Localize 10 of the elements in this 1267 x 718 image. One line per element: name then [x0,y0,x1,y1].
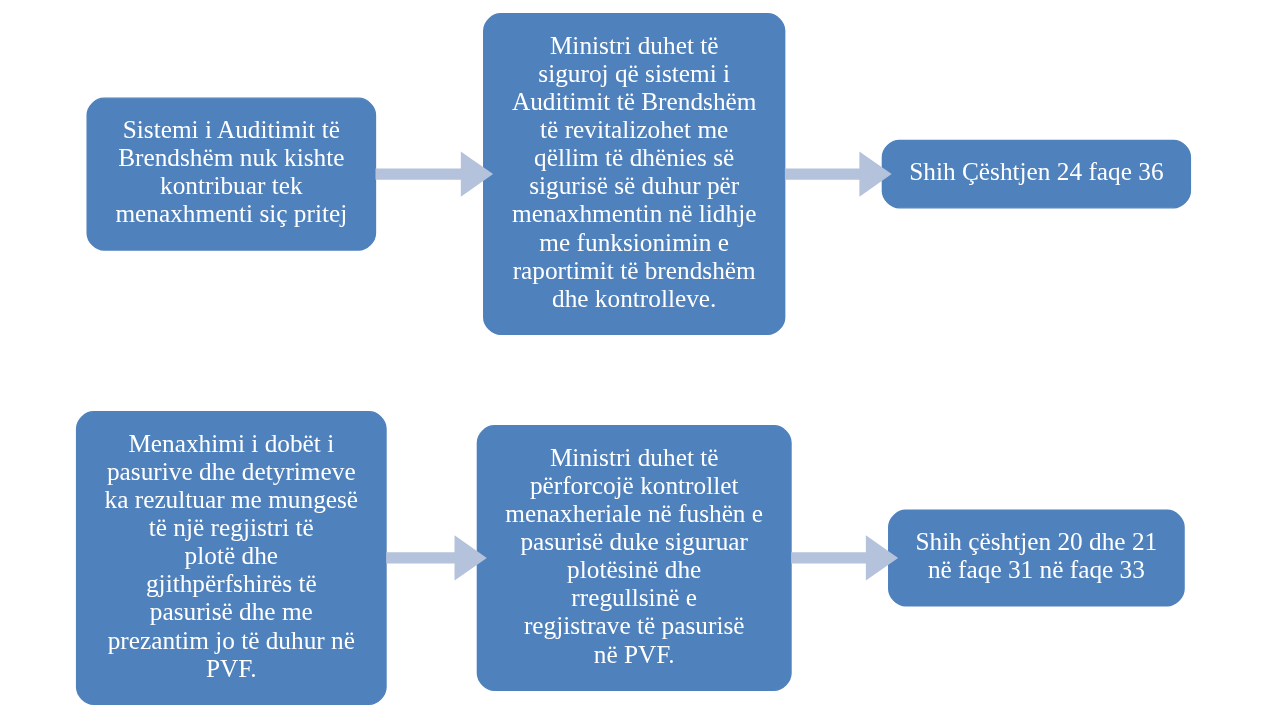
arrow [791,535,899,581]
arrow [784,151,892,197]
node-box: Sistemi i Auditimit të Brendshëm nuk kishte kontribuar tek menaxhmenti siç pritej [86,97,377,251]
node-box: Ministri duhet të siguroj që sistemi i Auditimit të Brendshëm të revitalizohet me qëllim të dhënies së sigurisë së duhur për menaxhmentin në lidhje me funksionimin e raportimit të brendshëm dhe kontrolleve. [483,13,786,336]
arrow [375,151,494,197]
node-box: Ministri duhet të përforcojë kontrollet menaxheriale në fushën e pasurisë duke siguruar plotësinë dhe rregullsinë e regjistrave të pasurisë në PVF. [476,425,792,691]
node-box: Shih çështjen 20 dhe 21 në faqe 31 në faqe 33 [888,509,1185,607]
node-box: Shih Çështjen 24 faqe 36 [881,139,1192,209]
arrow [386,535,487,581]
node-box: Menaxhimi i dobët i pasurive dhe detyrimeve ka rezultuar me mungesë të një regjistri të plotë dhe gjithpërfshirës të pasurisë dhe me prezantim jo të duhur në PVF. [75,411,387,705]
